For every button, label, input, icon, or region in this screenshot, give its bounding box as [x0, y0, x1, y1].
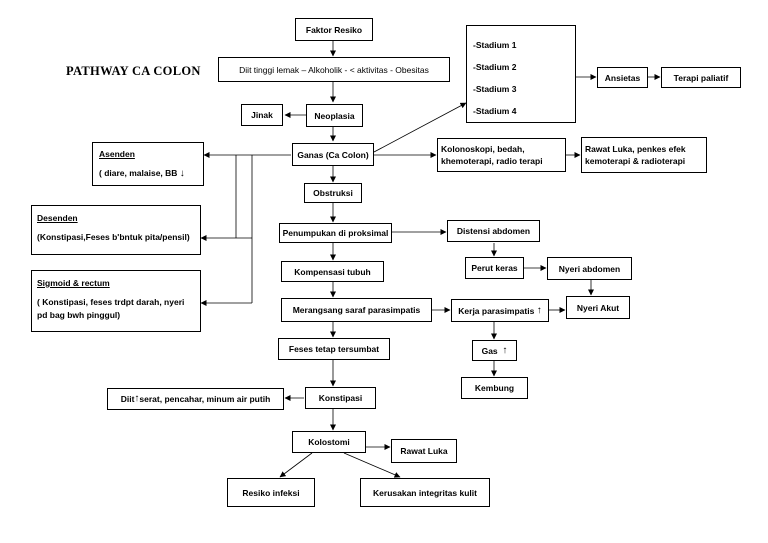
- up-arrow-icon: ↑: [502, 344, 508, 356]
- desenden-title: Desenden: [37, 213, 78, 223]
- node-kerja-parasimpatis: Kerja parasimpatis ↑: [451, 299, 549, 322]
- node-rawat-luka: Rawat Luka: [391, 439, 457, 463]
- node-sigmoid-rectum: Sigmoid & rectum ( Konstipasi, feses trd…: [31, 270, 201, 332]
- node-distensi-abdomen: Distensi abdomen: [447, 220, 540, 242]
- up-arrow-icon: ↑: [536, 304, 542, 316]
- node-nyeri-akut: Nyeri Akut: [566, 296, 630, 319]
- node-neoplasia: Neoplasia: [306, 104, 363, 127]
- sigmoid-title: Sigmoid & rectum: [37, 278, 110, 288]
- node-kolonoskopi: Kolonoskopi, bedah, khemoterapi, radio t…: [437, 138, 566, 172]
- kerja-parasimpatis-label: Kerja parasimpatis: [458, 305, 535, 316]
- node-obstruksi: Obstruksi: [304, 183, 362, 203]
- node-ansietas: Ansietas: [597, 67, 648, 88]
- node-terapi-paliatif: Terapi paliatif: [661, 67, 741, 88]
- node-rawat-luka-penkes: Rawat Luka, penkes efek kemoterapi & rad…: [581, 137, 707, 173]
- node-feses-tersumbat: Feses tetap tersumbat: [278, 338, 390, 360]
- stadium-3: -Stadium 3: [473, 84, 517, 94]
- asenden-title: Asenden: [99, 149, 135, 159]
- kolonoskopi-line-1: Kolonoskopi, bedah,: [441, 144, 525, 154]
- up-arrow-icon: ↑: [134, 393, 140, 404]
- kolonoskopi-line-2: khemoterapi, radio terapi: [441, 156, 543, 166]
- edge-kolostomi-resiko: [279, 452, 313, 478]
- node-kolostomi: Kolostomi: [292, 431, 366, 453]
- down-arrow-icon: ↓: [179, 168, 185, 179]
- node-asenden: Asenden ( diare, malaise, BB ↓: [92, 142, 204, 186]
- node-ganas-ca-colon: Ganas (Ca Colon): [292, 143, 374, 166]
- node-desenden: Desenden (Konstipasi,Feses b'bntuk pita/…: [31, 205, 201, 255]
- node-jinak: Jinak: [241, 104, 283, 126]
- stadium-4: -Stadium 4: [473, 106, 517, 116]
- stadium-1: -Stadium 1: [473, 40, 517, 50]
- rawat-luka-penkes-line-1: Rawat Luka, penkes efek: [585, 144, 686, 154]
- node-kembung: Kembung: [461, 377, 528, 399]
- diagram-title: PATHWAY CA COLON: [66, 64, 201, 78]
- diit-serat-prefix: Diit: [120, 394, 135, 404]
- desenden-text: (Konstipasi,Feses b'bntuk pita/pensil): [37, 232, 190, 242]
- gas-label: Gas: [481, 345, 498, 356]
- rawat-luka-penkes-line-2: kemoterapi & radioterapi: [585, 156, 686, 166]
- diit-serat-text: serat, pencahar, minum air putih: [139, 394, 271, 404]
- node-gas: Gas ↑: [472, 340, 517, 361]
- node-kompensasi-tubuh: Kompensasi tubuh: [281, 261, 384, 282]
- node-diit-serat: Diit↑ serat, pencahar, minum air putih: [107, 388, 284, 410]
- node-faktor-resiko: Faktor Resiko: [295, 18, 373, 41]
- node-stadium: -Stadium 1 -Stadium 2 -Stadium 3 -Stadiu…: [466, 25, 576, 123]
- stadium-2: -Stadium 2: [473, 62, 517, 72]
- sigmoid-text: ( Konstipasi, feses trdpt darah, nyeri p…: [37, 297, 185, 320]
- node-konstipasi: Konstipasi: [305, 387, 376, 409]
- node-penumpukan-proksimal: Penumpukan di proksimal: [279, 223, 392, 243]
- asenden-text: ( diare, malaise, BB: [99, 168, 178, 178]
- node-resiko-infeksi: Resiko infeksi: [227, 478, 315, 507]
- asenden-text-line: ( diare, malaise, BB ↓: [99, 167, 185, 180]
- node-diit-tinggi-lemak: Diit tinggi lemak – Alkoholik - < aktivi…: [218, 57, 450, 82]
- node-perut-keras: Perut keras: [465, 257, 524, 279]
- node-nyeri-abdomen: Nyeri abdomen: [547, 257, 632, 280]
- node-kerusakan-integritas-kulit: Kerusakan integritas kulit: [360, 478, 490, 507]
- node-merangsang-saraf: Merangsang saraf parasimpatis: [281, 298, 432, 322]
